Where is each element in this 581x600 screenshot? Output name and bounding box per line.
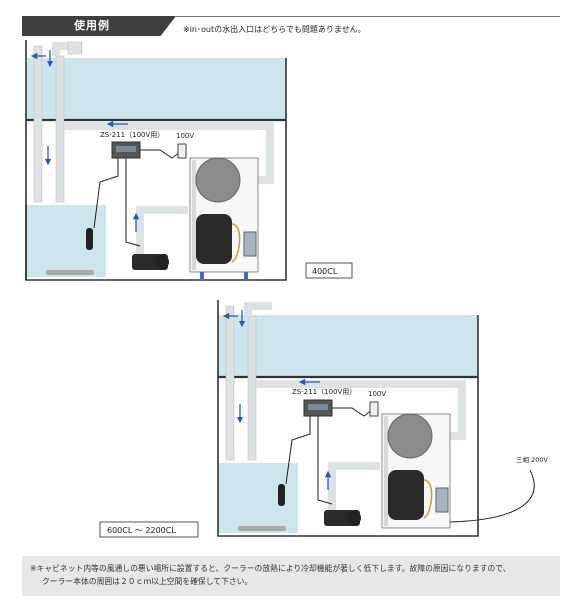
- caution-footer: ※キャビネット内等の風通しの悪い場所に設置すると、クーラーの放熱により冷却機能が…: [22, 556, 560, 596]
- sensor-probe: [86, 228, 93, 250]
- chiller-grill: [192, 160, 196, 270]
- coolant-pipes: [231, 223, 241, 263]
- tank-outline-2: [217, 300, 479, 537]
- chiller-grill-2: [384, 416, 388, 526]
- drain-pipe: [55, 55, 65, 203]
- model-label-2: 600CL ～ 2200CL: [107, 526, 176, 535]
- outlet-label-2: 100V: [368, 390, 386, 398]
- tank-water-2: [218, 315, 478, 377]
- stand-legs-2: [244, 272, 248, 280]
- top-bend-pipe-2: [244, 302, 272, 316]
- tank-water: [26, 58, 286, 120]
- return-pipe-2: [225, 305, 235, 461]
- model-label-box: [305, 262, 353, 279]
- return-pipe: [33, 45, 43, 203]
- caution-line-2: クーラー本体の周囲は２０ｃｍ以上空間を確保して下さい。: [42, 577, 253, 586]
- drain-pipe-2: [247, 315, 257, 461]
- sensor-probe-2: [278, 484, 285, 506]
- outlet-label: 100V: [176, 132, 194, 140]
- pump-head: [155, 255, 169, 269]
- section-title: 使用例: [74, 19, 110, 32]
- controller-display-2: [308, 404, 328, 410]
- chiller-pipe-2: [256, 380, 466, 440]
- outlet: [177, 143, 187, 159]
- pump-head-2: [347, 511, 361, 525]
- section-header-bar: 使用例: [22, 16, 176, 36]
- overflow-elbow: [67, 41, 83, 55]
- model-label: 400CL: [312, 267, 338, 276]
- chiller-fan: [195, 157, 241, 203]
- tank-outline: [25, 40, 287, 281]
- outlet-wire: [140, 149, 181, 159]
- power-label: 三相 200V: [516, 455, 548, 464]
- controller-label-2: ZS-211（100V用）: [292, 388, 356, 396]
- outlet-wire-2: [332, 407, 373, 417]
- controller-display: [116, 146, 136, 152]
- compressor: [196, 214, 232, 264]
- compressor-2: [388, 470, 424, 520]
- sump-water-2: [218, 463, 298, 533]
- usage-diagrams: ZS-211（100V用） 100V 400CL: [25, 40, 548, 538]
- caution-line-1: ※キャビネット内等の風通しの悪い場所に設置すると、クーラーの放熱により冷却機能が…: [30, 564, 511, 573]
- power-cable: [449, 469, 535, 523]
- chiller-fan-2: [387, 413, 433, 459]
- pump-pipe: [136, 206, 188, 255]
- pump-wire: [125, 158, 141, 247]
- header-rule: [176, 16, 560, 17]
- heater-2: [238, 526, 286, 531]
- chiller-pipe: [64, 122, 274, 184]
- controller-wire-2: [285, 416, 311, 485]
- sump-water: [26, 205, 106, 277]
- compressor-box: [243, 231, 257, 257]
- diagram-600cl-2200cl: ZS-211（100V用） 100V 三相 200V 600CL ～ 2200C…: [99, 300, 548, 538]
- diagram-400cl: ZS-211（100V用） 100V 400CL: [25, 40, 353, 281]
- controller-wire: [93, 158, 119, 229]
- heater: [46, 270, 94, 275]
- compressor-box-2: [435, 487, 449, 513]
- header-note: ※in･outの水出入口はどちらでも問題ありません。: [183, 25, 366, 34]
- stand-legs: [200, 272, 204, 280]
- model-label-box-2: [99, 521, 199, 538]
- controller-label: ZS-211（100V用）: [100, 131, 164, 139]
- pump-wire-2: [317, 416, 333, 505]
- outlet-2: [369, 401, 379, 417]
- pump-pipe-2: [328, 462, 380, 512]
- coolant-pipes-2: [423, 479, 433, 519]
